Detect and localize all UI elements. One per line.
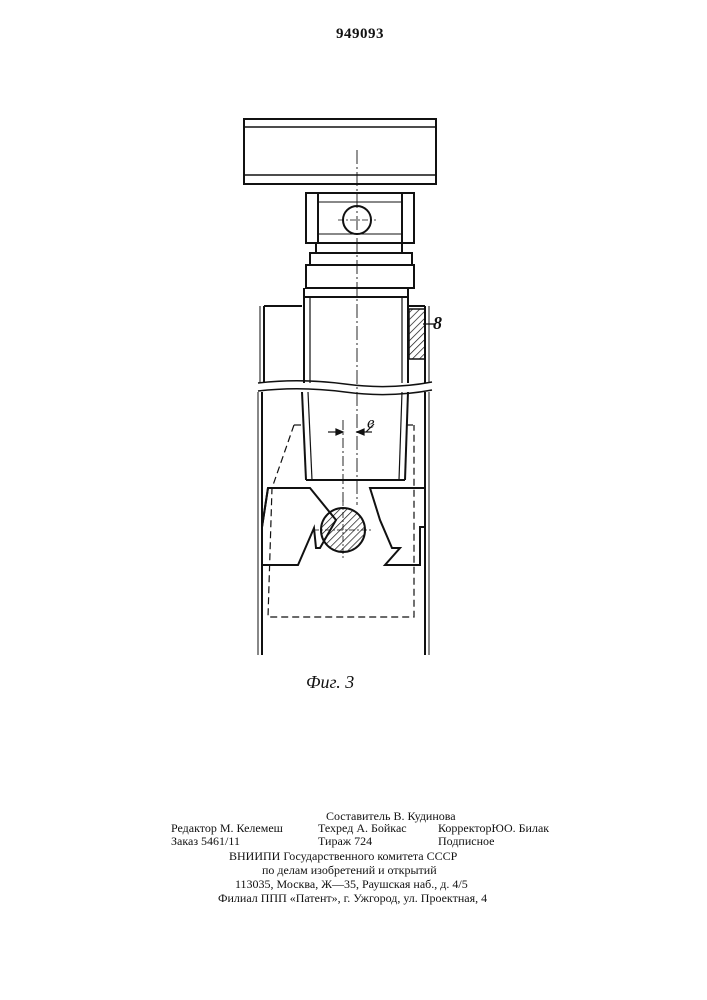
break-lines xyxy=(258,381,432,395)
dimension-label-e: e xyxy=(367,413,375,433)
collar xyxy=(306,243,414,288)
circulation-line: Тираж 724 xyxy=(318,834,372,849)
inner-rod-lower xyxy=(302,392,408,480)
ball-joint xyxy=(313,500,373,560)
top-beam xyxy=(244,119,436,184)
org-line-1: ВНИИПИ Государственного комитета СССР xyxy=(229,849,457,864)
org-line-2: по делам изобретений и открытий xyxy=(262,863,437,878)
outer-pipe-upper xyxy=(260,306,429,383)
org-line-3: 113035, Москва, Ж—35, Раушская наб., д. … xyxy=(235,877,468,892)
subscription-line: Подписное xyxy=(438,834,495,849)
liner-8 xyxy=(409,309,425,359)
figure-caption: Фиг. 3 xyxy=(306,672,354,693)
inner-rod-upper xyxy=(304,288,408,383)
callout-8: 8 xyxy=(433,313,442,334)
branch-line: Филиал ППП «Патент», г. Ужгород, ул. Про… xyxy=(218,891,487,906)
clevis xyxy=(306,193,414,243)
order-line: Заказ 5461/11 xyxy=(171,834,240,849)
